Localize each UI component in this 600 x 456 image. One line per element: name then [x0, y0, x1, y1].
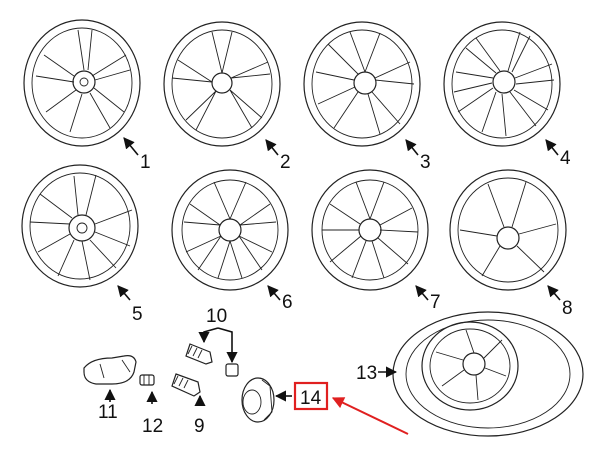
valve-stem-illustration: [139, 374, 155, 386]
leader-lines: [104, 137, 561, 407]
tpms-sensor-illustration: [83, 355, 137, 385]
highlight-arrow: [331, 397, 409, 435]
label-part-11: 11: [98, 402, 118, 423]
label-part-4: 4: [560, 148, 571, 169]
label-part-13: 13: [356, 363, 377, 384]
wheel-7-illustration: [311, 169, 429, 291]
wheel-1-illustration: [23, 19, 141, 147]
label-part-2: 2: [280, 152, 291, 173]
label-part-12: 12: [142, 416, 163, 437]
label-part-3: 3: [420, 152, 431, 173]
label-part-10: 10: [206, 306, 227, 327]
wheel-8-illustration: [449, 169, 567, 291]
label-part-7: 7: [430, 292, 441, 313]
highlight-box: [293, 381, 329, 411]
wheel-4-illustration: [443, 21, 561, 147]
wheel-2-illustration: [163, 21, 281, 147]
wheel-5-illustration: [21, 164, 139, 288]
label-part-8: 8: [562, 298, 573, 319]
label-part-1: 1: [140, 152, 151, 173]
part-number-labels: 1 2 3 4 5 6 7 8 9 10 11 12 13: [98, 148, 573, 437]
lug-bolt-9-illustration: [171, 373, 201, 397]
highlighted-part-callout: 14: [274, 381, 409, 435]
spare-tire-illustration: [392, 311, 584, 437]
label-part-5: 5: [132, 304, 143, 325]
label-part-6: 6: [282, 292, 293, 313]
label-part-14: 14: [300, 388, 322, 409]
label-part-9: 9: [194, 416, 205, 437]
wheel-3-illustration: [303, 21, 421, 147]
lug-bolt-10-illustration: [185, 343, 239, 377]
wheel-6-illustration: [171, 169, 289, 291]
center-cap-illustration: [241, 377, 275, 423]
